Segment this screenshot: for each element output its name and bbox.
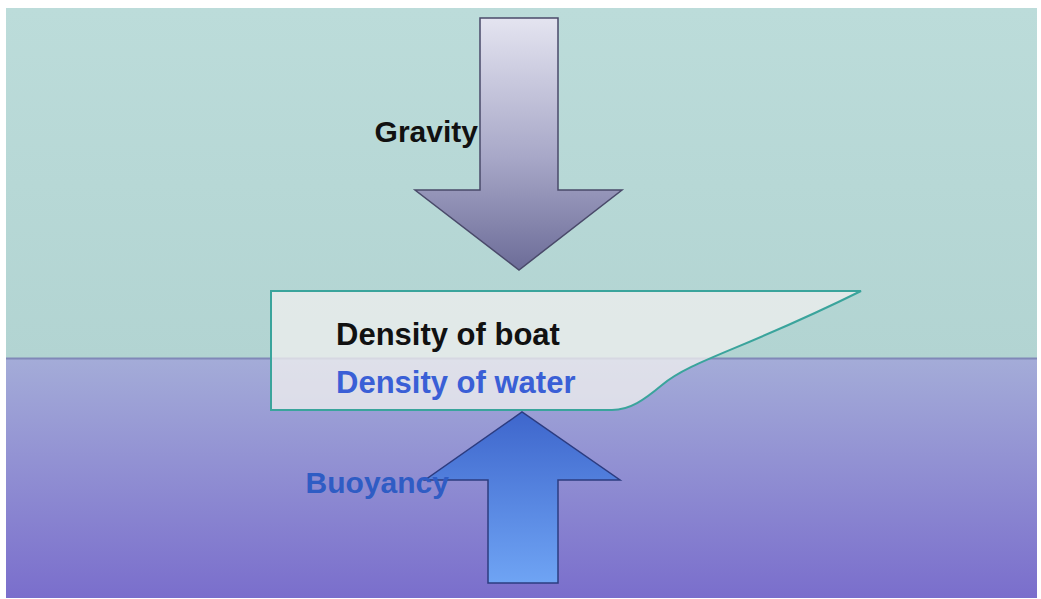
boat-density-text: Density of boat	[336, 317, 560, 353]
hull-shape	[271, 291, 861, 410]
water-background	[6, 358, 1037, 598]
boat-hull: Density of boatDensity of water	[270, 290, 862, 411]
water-density-text: Density of water	[336, 365, 575, 401]
gravity-label: Gravity	[375, 115, 478, 150]
buoyancy-arrow	[425, 412, 620, 583]
buoyancy-label: Buoyancy	[306, 466, 449, 501]
